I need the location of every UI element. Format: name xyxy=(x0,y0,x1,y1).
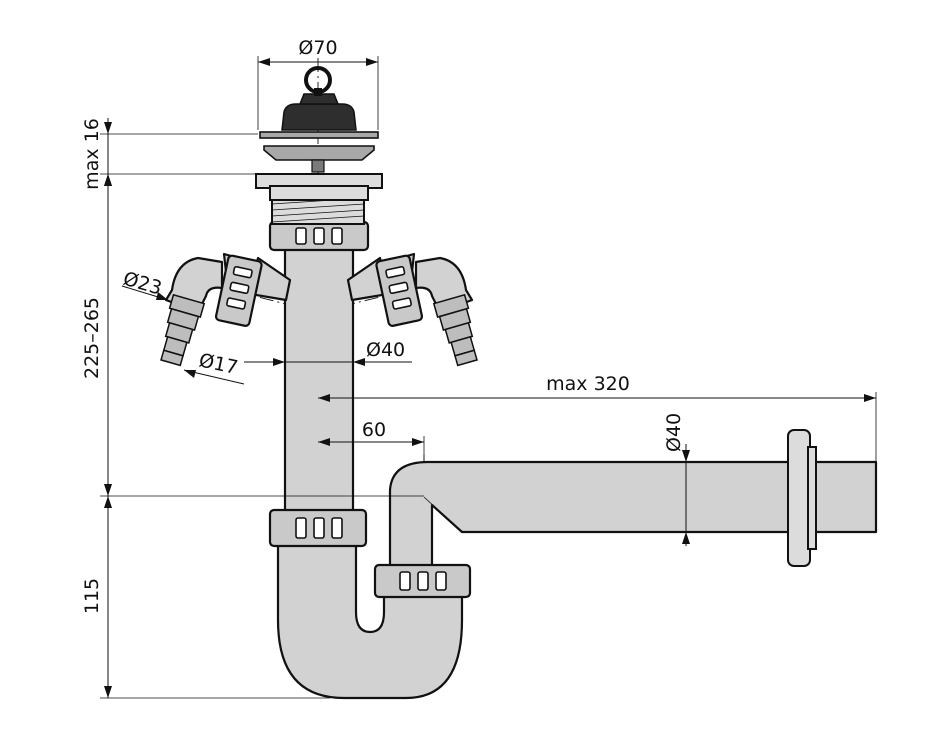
left-side-inlet xyxy=(160,252,292,367)
dim-trap-offset: 60 xyxy=(318,419,425,462)
outlet-length-label: max 320 xyxy=(546,373,630,395)
strainer xyxy=(259,131,379,173)
vertical-pipe-diameter-label: Ø40 xyxy=(366,339,405,361)
dim-outlet-length: max 320 xyxy=(318,373,877,462)
inlet-height-label: 225–265 xyxy=(81,297,103,379)
dim-bottom-height: 115 xyxy=(81,496,330,699)
wall-rosette xyxy=(787,429,817,567)
thread-section xyxy=(271,197,365,225)
dim-plug-diameter: Ø70 xyxy=(257,37,379,130)
right-side-inlet xyxy=(346,252,478,367)
outlet-diameter-label: Ø40 xyxy=(663,413,685,452)
plug-height-label: max 16 xyxy=(81,118,103,190)
drain-body xyxy=(255,173,383,201)
rubber-plug xyxy=(281,66,357,131)
side-inlet-diameter-label: Ø23 xyxy=(121,268,165,300)
dim-vertical-pipe-diameter: Ø40 xyxy=(244,339,412,366)
vertical-pipe xyxy=(283,236,355,520)
lower-nut xyxy=(268,508,368,548)
dim-side-inlet-min: Ø17 xyxy=(183,349,245,385)
upper-nut xyxy=(268,220,370,252)
trap-offset-label: 60 xyxy=(362,419,386,441)
outlet-pipe xyxy=(388,460,878,572)
plug-diameter-label: Ø70 xyxy=(298,37,337,59)
dim-outlet-diameter: Ø40 xyxy=(663,413,690,546)
trap-u-bend xyxy=(276,543,464,700)
dim-side-inlet-diameter: Ø23 xyxy=(121,268,169,301)
outlet-nut xyxy=(373,563,472,599)
dim-inlet-height: 225–265 xyxy=(81,174,424,497)
bottom-height-label: 115 xyxy=(81,578,103,614)
